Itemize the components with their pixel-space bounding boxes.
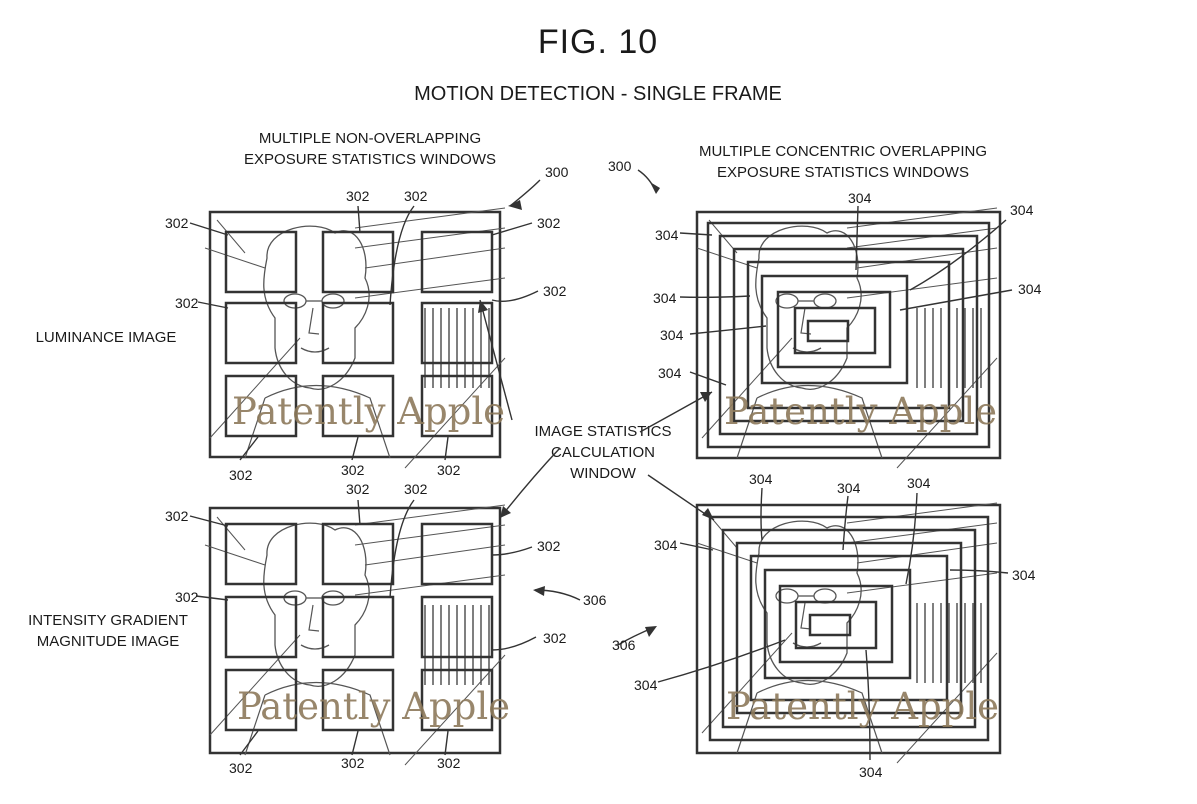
ref-304: 304 (1018, 281, 1042, 297)
leader-lines (189, 205, 1013, 761)
ref-304: 304 (658, 365, 682, 381)
ref-302: 302 (346, 188, 370, 204)
label-line: INTENSITY GRADIENT (28, 612, 188, 629)
panel-luminance-concentric (695, 207, 1002, 469)
caption-non-overlapping: MULTIPLE NON-OVERLAPPING EXPOSURE STATIS… (244, 128, 496, 170)
ref-302: 302 (404, 481, 428, 497)
ref-302: 302 (543, 630, 567, 646)
label-luminance-image: LUMINANCE IMAGE (35, 329, 177, 346)
ref-302: 302 (165, 508, 189, 524)
ref-302: 302 (165, 215, 189, 231)
caption-calc-window: IMAGE STATISTICS CALCULATION WINDOW (535, 421, 672, 484)
caption-line: EXPOSURE STATISTICS WINDOWS (717, 164, 969, 181)
caption-concentric: MULTIPLE CONCENTRIC OVERLAPPING EXPOSURE… (699, 141, 987, 183)
caption-line: MULTIPLE CONCENTRIC OVERLAPPING (698, 143, 988, 160)
panel-gradient-nonoverlap (204, 504, 506, 766)
ref-304: 304 (848, 190, 872, 206)
ref-302: 302 (175, 589, 199, 605)
ref-302: 302 (341, 462, 365, 478)
arrowheads (478, 182, 714, 637)
ref-302: 302 (537, 538, 561, 554)
ref-302: 302 (341, 755, 365, 771)
ref-302: 302 (229, 467, 253, 483)
ref-302: 302 (175, 295, 199, 311)
label-line: MAGNITUDE IMAGE (36, 633, 180, 650)
figure-title: FIG. 10 (537, 23, 659, 61)
ref-304: 304 (654, 537, 678, 553)
ref-304: 304 (634, 677, 658, 693)
watermark-patently-apple: Patently Apple (232, 390, 506, 433)
ref-302: 302 (537, 215, 561, 231)
caption-line: EXPOSURE STATISTICS WINDOWS (244, 151, 496, 168)
ref-300: 300 (608, 158, 632, 174)
ref-304: 304 (837, 480, 861, 496)
caption-line: MULTIPLE NON-OVERLAPPING (258, 130, 482, 147)
ref-302: 302 (404, 188, 428, 204)
ref-304: 304 (907, 475, 931, 491)
ref-302: 302 (346, 481, 370, 497)
ref-304: 304 (1012, 567, 1036, 583)
ref-306: 306 (583, 592, 607, 608)
panel-luminance-nonoverlap (204, 207, 506, 469)
caption-line: CALCULATION (551, 444, 655, 461)
ref-304: 304 (660, 327, 684, 343)
caption-line: WINDOW (570, 465, 636, 482)
ref-304: 304 (859, 764, 883, 780)
ref-304: 304 (655, 227, 679, 243)
watermark-patently-apple: Patently Apple (726, 685, 1000, 728)
ref-304: 304 (749, 471, 773, 487)
caption-line: IMAGE STATISTICS (534, 423, 672, 440)
watermark-patently-apple: Patently Apple (237, 685, 511, 728)
ref-302: 302 (437, 755, 461, 771)
panel-gradient-concentric (695, 502, 1002, 764)
watermark-patently-apple: Patently Apple (724, 390, 998, 433)
view-arrows (509, 169, 657, 646)
ref-306: 306 (612, 637, 636, 653)
ref-302: 302 (229, 760, 253, 776)
label-gradient-image: INTENSITY GRADIENT MAGNITUDE IMAGE (28, 610, 188, 652)
ref-302: 302 (437, 462, 461, 478)
ref-304: 304 (653, 290, 677, 306)
ref-304: 304 (1010, 202, 1034, 218)
ref-300: 300 (545, 164, 569, 180)
ref-302: 302 (543, 283, 567, 299)
figure-subtitle: MOTION DETECTION - SINGLE FRAME (414, 83, 782, 105)
